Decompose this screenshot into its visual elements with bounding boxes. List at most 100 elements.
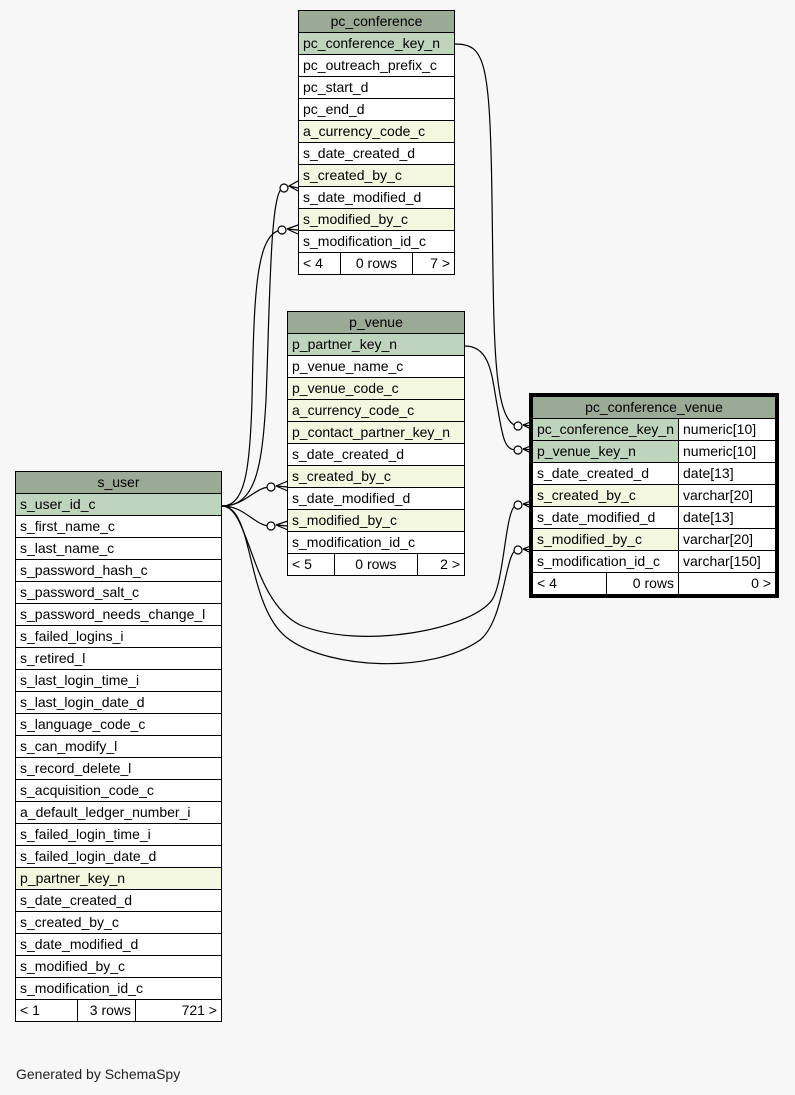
column-name[interactable]: s_modified_by_c — [15, 955, 222, 978]
column-name[interactable]: s_failed_login_date_d — [15, 845, 222, 868]
column-name[interactable]: s_last_login_time_i — [15, 669, 222, 692]
column-row[interactable]: s_password_needs_change_l — [15, 603, 222, 626]
column-row[interactable]: s_can_modify_l — [15, 735, 222, 758]
column-row[interactable]: s_created_by_c — [287, 465, 465, 488]
table-title[interactable]: pc_conference_venue — [532, 396, 776, 419]
column-row[interactable]: s_date_created_d — [287, 443, 465, 466]
column-name[interactable]: s_failed_login_time_i — [15, 823, 222, 846]
column-name[interactable]: a_currency_code_c — [298, 120, 455, 143]
column-row[interactable]: s_failed_logins_i — [15, 625, 222, 648]
column-name[interactable]: pc_conference_key_n — [298, 32, 455, 55]
column-name[interactable]: s_date_created_d — [532, 462, 679, 485]
column-name[interactable]: s_date_created_d — [298, 142, 455, 165]
column-name[interactable]: s_created_by_c — [298, 164, 455, 187]
column-row[interactable]: pc_outreach_prefix_c — [298, 54, 455, 77]
column-row[interactable]: s_created_by_c — [298, 164, 455, 187]
column-name[interactable]: s_acquisition_code_c — [15, 779, 222, 802]
children-count[interactable]: 7 > — [412, 252, 455, 275]
column-name[interactable]: s_language_code_c — [15, 713, 222, 736]
column-name[interactable]: s_can_modify_l — [15, 735, 222, 758]
column-name[interactable]: pc_end_d — [298, 98, 455, 121]
column-row[interactable]: s_modification_id_c — [287, 531, 465, 554]
column-name[interactable]: pc_outreach_prefix_c — [298, 54, 455, 77]
table-title[interactable]: pc_conference — [298, 10, 455, 33]
column-row[interactable]: s_last_login_time_i — [15, 669, 222, 692]
table-title[interactable]: p_venue — [287, 311, 465, 334]
column-row[interactable]: s_date_created_d — [298, 142, 455, 165]
column-name[interactable]: s_last_login_date_d — [15, 691, 222, 714]
column-name[interactable]: s_date_modified_d — [15, 933, 222, 956]
column-name[interactable]: s_modified_by_c — [298, 208, 455, 231]
column-name[interactable]: s_first_name_c — [15, 515, 222, 538]
column-row[interactable]: s_last_name_c — [15, 537, 222, 560]
column-row[interactable]: s_password_salt_c — [15, 581, 222, 604]
column-row[interactable]: a_currency_code_c — [287, 399, 465, 422]
column-row[interactable]: s_modified_by_c — [298, 208, 455, 231]
column-row[interactable]: pc_start_d — [298, 76, 455, 99]
children-count[interactable]: 721 > — [135, 999, 222, 1022]
column-row[interactable]: p_partner_key_n — [287, 333, 465, 356]
column-row[interactable]: s_record_delete_l — [15, 757, 222, 780]
column-row[interactable]: s_modification_id_c — [15, 977, 222, 1000]
column-name[interactable]: p_venue_code_c — [287, 377, 465, 400]
column-row[interactable]: s_failed_login_time_i — [15, 823, 222, 846]
column-row[interactable]: s_date_modified_d — [298, 186, 455, 209]
parents-count[interactable]: < 1 — [15, 999, 78, 1022]
column-name[interactable]: s_password_salt_c — [15, 581, 222, 604]
column-row[interactable]: s_user_id_c — [15, 493, 222, 516]
column-row[interactable]: s_modification_id_c — [298, 230, 455, 253]
column-name[interactable]: s_record_delete_l — [15, 757, 222, 780]
column-row[interactable]: s_created_by_c — [15, 911, 222, 934]
column-row[interactable]: s_modified_by_c — [287, 509, 465, 532]
column-row[interactable]: s_date_created_d — [15, 889, 222, 912]
column-name[interactable]: s_modification_id_c — [298, 230, 455, 253]
column-name[interactable]: s_password_needs_change_l — [15, 603, 222, 626]
column-row[interactable]: p_venue_name_c — [287, 355, 465, 378]
column-row[interactable]: s_language_code_c — [15, 713, 222, 736]
column-row[interactable]: a_currency_code_c — [298, 120, 455, 143]
children-count[interactable]: 2 > — [416, 553, 466, 576]
column-name[interactable]: s_modification_id_c — [15, 977, 222, 1000]
column-row[interactable]: pc_end_d — [298, 98, 455, 121]
column-row[interactable]: s_retired_l — [15, 647, 222, 670]
column-name[interactable]: s_created_by_c — [15, 911, 222, 934]
column-name[interactable]: p_venue_key_n — [532, 440, 679, 463]
column-name[interactable]: p_partner_key_n — [287, 333, 465, 356]
parents-count[interactable]: < 4 — [531, 572, 608, 595]
column-row[interactable]: s_acquisition_code_c — [15, 779, 222, 802]
column-row[interactable]: s_failed_login_date_d — [15, 845, 222, 868]
column-name[interactable]: p_partner_key_n — [15, 867, 222, 890]
column-name[interactable]: s_failed_logins_i — [15, 625, 222, 648]
column-name[interactable]: s_modification_id_c — [532, 550, 679, 573]
children-count[interactable]: 0 > — [678, 572, 776, 595]
parents-count[interactable]: < 4 — [298, 252, 341, 275]
column-row[interactable]: pc_conference_key_n — [298, 32, 455, 55]
column-name[interactable]: s_created_by_c — [532, 484, 679, 507]
column-name[interactable]: s_password_hash_c — [15, 559, 222, 582]
column-name[interactable]: s_last_name_c — [15, 537, 222, 560]
column-name[interactable]: s_date_modified_d — [532, 506, 679, 529]
column-name[interactable]: p_venue_name_c — [287, 355, 465, 378]
column-row[interactable]: s_date_modified_d — [287, 487, 465, 510]
column-name[interactable]: a_currency_code_c — [287, 399, 465, 422]
column-name[interactable]: s_retired_l — [15, 647, 222, 670]
column-row[interactable]: s_password_hash_c — [15, 559, 222, 582]
column-name[interactable]: a_default_ledger_number_i — [15, 801, 222, 824]
column-row[interactable]: p_venue_code_c — [287, 377, 465, 400]
parents-count[interactable]: < 5 — [286, 553, 336, 576]
table-title[interactable]: s_user — [15, 471, 222, 494]
column-name[interactable]: s_date_created_d — [15, 889, 222, 912]
column-name[interactable]: pc_start_d — [298, 76, 455, 99]
column-name[interactable]: s_created_by_c — [287, 465, 465, 488]
column-name[interactable]: s_date_modified_d — [298, 186, 455, 209]
